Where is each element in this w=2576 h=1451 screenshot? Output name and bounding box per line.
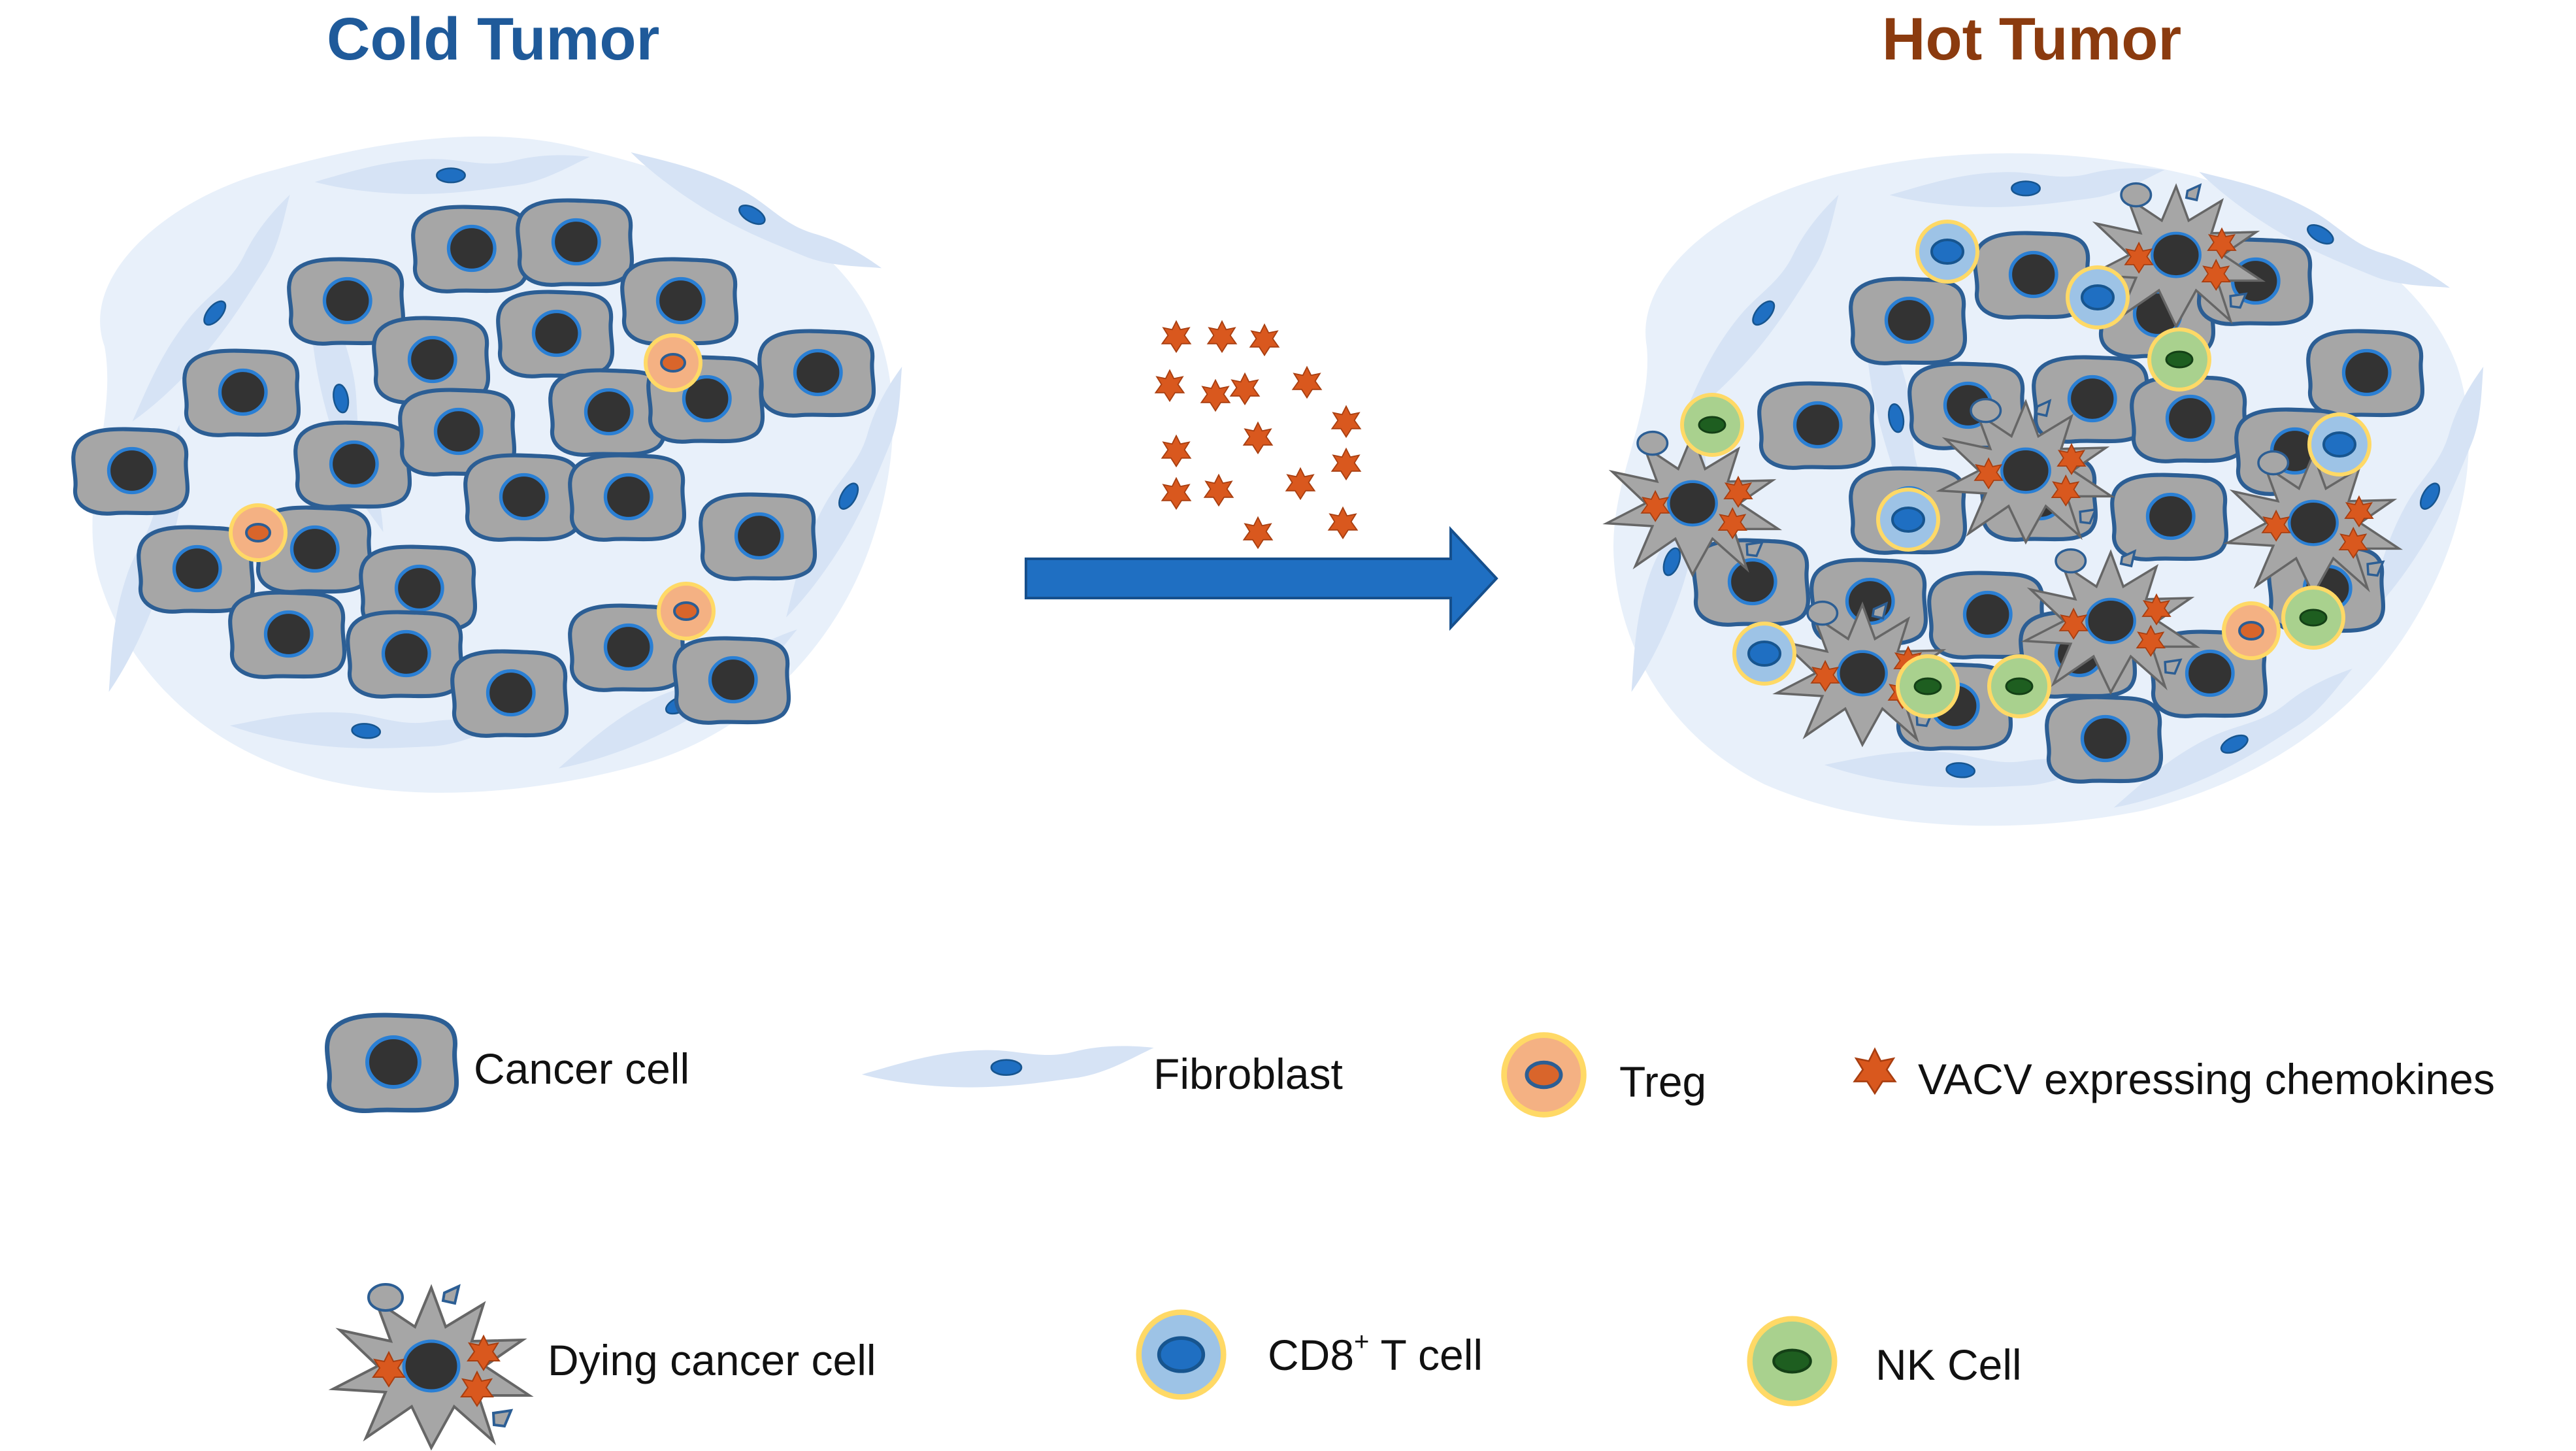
cold-tumor-illustration bbox=[73, 128, 935, 793]
cancer-cell bbox=[570, 456, 684, 540]
treg-cell bbox=[646, 335, 701, 390]
cancer-cell-icon bbox=[320, 1007, 464, 1118]
cd8-t-cell bbox=[1734, 624, 1794, 684]
vacv-particle bbox=[1331, 405, 1361, 438]
cancer-cell bbox=[518, 201, 632, 285]
cd8-prefix: CD8 bbox=[1268, 1331, 1355, 1379]
vacv-particle bbox=[1243, 422, 1273, 454]
cd8-superscript: + bbox=[1354, 1327, 1370, 1356]
cd8-t-cell bbox=[1917, 222, 1977, 282]
transition-arrow bbox=[1025, 525, 1498, 631]
cd8-t-cell bbox=[1878, 490, 1938, 550]
vacv-particle bbox=[1331, 448, 1361, 480]
cd8-t-cell bbox=[2068, 267, 2128, 327]
legend-nk-cell: NK Cell bbox=[1875, 1341, 2022, 1389]
vacv-particle bbox=[1155, 369, 1185, 402]
nk-cell bbox=[1898, 656, 1958, 716]
cancer-cell bbox=[759, 331, 874, 416]
vacv-particle bbox=[1200, 379, 1230, 412]
treg-cell bbox=[231, 505, 286, 560]
legend-cd8-t-cell: CD8+ T cell bbox=[1268, 1329, 1483, 1379]
cancer-cell bbox=[498, 292, 612, 376]
hot-tumor-illustration bbox=[1606, 148, 2517, 826]
cancer-cell bbox=[674, 639, 789, 723]
cancer-cell bbox=[348, 612, 462, 697]
vacv-particle bbox=[1161, 320, 1191, 353]
vacv-particles bbox=[1155, 320, 1361, 549]
cd8-t-cell-icon bbox=[1131, 1304, 1232, 1405]
vacv-particle bbox=[1230, 373, 1260, 405]
legend-vacv: VACV expressing chemokines bbox=[1918, 1055, 2495, 1103]
vacv-particle bbox=[1285, 467, 1315, 500]
vacv-particle bbox=[1207, 320, 1237, 353]
nk-cell bbox=[2149, 329, 2209, 390]
cancer-cell bbox=[1851, 279, 1965, 363]
cancer-cell bbox=[73, 429, 188, 514]
cancer-cell bbox=[295, 423, 410, 507]
hot-tumor-title: Hot Tumor bbox=[1882, 6, 2182, 73]
cd8-t-cell bbox=[2309, 414, 2370, 475]
vacv-particle bbox=[1161, 435, 1191, 467]
cancer-cell bbox=[622, 259, 736, 344]
cancer-cell bbox=[1759, 384, 1874, 468]
cancer-cell bbox=[2112, 475, 2226, 559]
vacv-particle bbox=[1161, 477, 1191, 510]
cancer-cell bbox=[465, 456, 580, 540]
fibroblast-icon bbox=[861, 1045, 1155, 1088]
nk-cell bbox=[2283, 588, 2343, 648]
nk-cell bbox=[1989, 656, 2049, 716]
legend-treg: Treg bbox=[1619, 1058, 1707, 1106]
cancer-cell bbox=[230, 593, 344, 677]
vacv-particle bbox=[1204, 474, 1234, 507]
treg-icon bbox=[1496, 1027, 1591, 1122]
cancer-cell bbox=[413, 207, 527, 292]
treg-cell bbox=[2224, 603, 2279, 658]
nk-cell-icon bbox=[1742, 1310, 1843, 1412]
vacv-particle bbox=[1328, 507, 1358, 539]
legend-fibroblast: Fibroblast bbox=[1153, 1050, 1343, 1098]
cancer-cell bbox=[452, 652, 567, 736]
cancer-cell bbox=[701, 495, 815, 579]
treg-cell bbox=[659, 584, 714, 639]
legend-cancer-cell: Cancer cell bbox=[474, 1044, 690, 1093]
cancer-cell bbox=[2047, 697, 2161, 782]
nk-cell bbox=[1682, 395, 1742, 455]
cd8-suffix: T cell bbox=[1369, 1331, 1483, 1379]
cold-tumor-title: Cold Tumor bbox=[327, 6, 660, 73]
cancer-cell bbox=[184, 351, 299, 435]
vacv-particle bbox=[1249, 324, 1280, 356]
vacv-icon bbox=[1853, 1048, 1896, 1095]
legend-dying-cancer-cell: Dying cancer cell bbox=[548, 1336, 876, 1384]
dying-cancer-cell-icon bbox=[327, 1281, 536, 1451]
vacv-particle bbox=[1292, 366, 1322, 399]
cancer-cell bbox=[2308, 331, 2422, 416]
vacv-particle bbox=[1243, 516, 1273, 549]
